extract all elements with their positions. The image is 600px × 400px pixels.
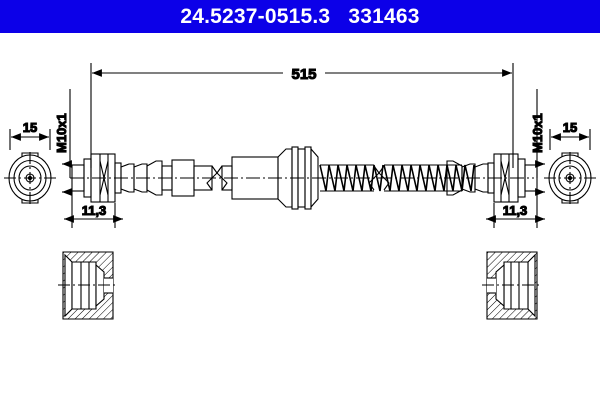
left-fitting-length-dimension <box>64 191 123 228</box>
right-fitting <box>446 153 538 203</box>
right-end-circular-view <box>544 152 596 204</box>
right-fitting-length-dimension <box>486 191 545 228</box>
left-thread-leader <box>62 89 72 196</box>
right-hex-width-label: 15 <box>563 120 577 135</box>
overall-length-label: 515 <box>291 66 316 83</box>
left-thread-label: M10x1 <box>54 113 69 153</box>
left-width-dimension <box>9 129 51 150</box>
left-hex-width-label: 15 <box>23 120 37 135</box>
technical-drawing-area: 15 15 <box>0 33 600 400</box>
overall-length-dimension <box>90 63 514 168</box>
right-thread-leader <box>535 89 545 196</box>
spring-guard-left <box>319 164 384 192</box>
left-fitting-length-label: 11,3 <box>82 203 107 218</box>
right-thread-label: M10x1 <box>530 113 545 153</box>
left-fitting <box>71 153 163 203</box>
right-width-dimension <box>549 129 591 150</box>
spring-guard-right <box>383 164 475 192</box>
part-number-title: 24.5237-0515.3 331463 <box>180 4 420 28</box>
main-side-view <box>70 146 538 210</box>
center-body <box>231 146 319 210</box>
left-tube-section <box>161 159 233 197</box>
left-section-detail <box>58 251 118 320</box>
left-end-circular-view <box>4 152 56 204</box>
spring-break-symbol <box>368 165 390 191</box>
right-fitting-length-label: 11,3 <box>503 203 528 218</box>
right-section-detail <box>482 251 542 320</box>
title-bar: 24.5237-0515.3 331463 <box>0 0 600 33</box>
